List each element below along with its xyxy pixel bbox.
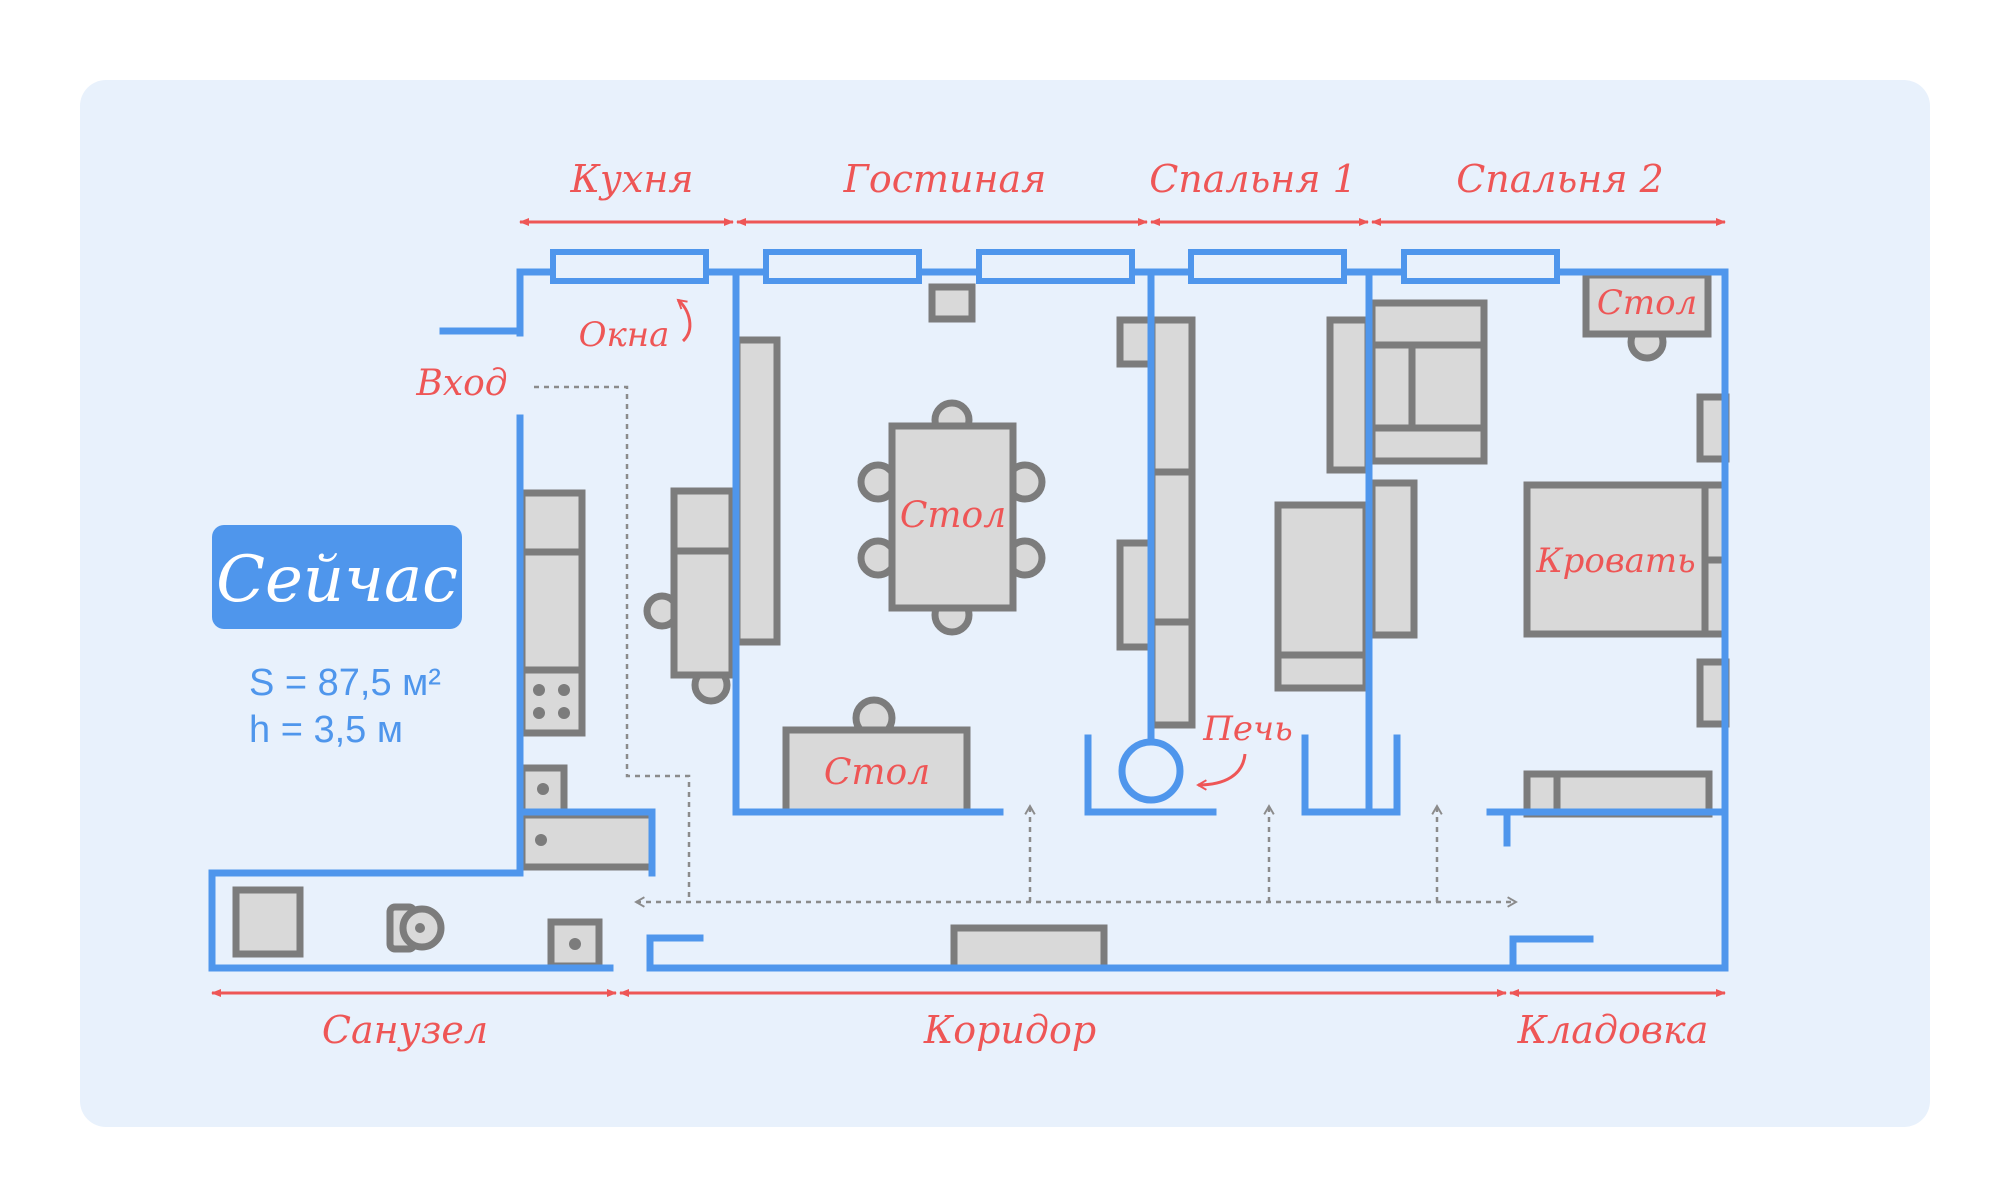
bed [1523,481,1729,638]
window-living-1 [763,249,922,284]
windows-pointer [676,298,692,343]
bedroom1-wardrobe [1148,316,1196,729]
bedroom2-wardrobe [1368,299,1488,465]
windows [550,249,1560,284]
status-badge-label: Сейчас [216,543,458,617]
stove-burner [533,684,545,696]
window-living-2 [976,249,1135,284]
corridor-bench [950,924,1108,972]
label-living-table: Стол [824,752,930,793]
label-bed: Кровать [1535,541,1695,581]
room-label-living: Гостиная [843,157,1047,201]
room-label-storage: Кладовка [1517,1008,1709,1052]
bedroom1-sofa [1274,501,1370,692]
window-kitchen [550,249,709,284]
stove-pech [1118,738,1184,804]
room-label-bedroom1: Спальня 1 [1149,157,1357,201]
label-stove: Печь [1202,709,1292,749]
movement-path [534,385,1518,908]
area-stat: S = 87,5 м² [249,662,441,704]
room-label-corridor: Коридор [923,1008,1096,1052]
room-label-bathroom: Санузел [322,1008,488,1052]
height-stat: h = 3,5 м [249,709,403,751]
label-dining-table: Стол [900,495,1006,536]
window-bedroom2 [1401,249,1560,284]
stove-pointer [1196,753,1247,791]
label-bedroom-table: Стол [1597,283,1697,323]
room-label-kitchen: Кухня [569,157,693,201]
bedroom2-desk [1582,271,1712,338]
label-entrance: Вход [415,363,507,404]
dining-table [888,422,1017,612]
room-label-bedroom2: Спальня 2 [1456,157,1664,201]
living-shelf [928,283,976,323]
label-windows: Окна [579,315,670,355]
living-desk [782,726,971,816]
walls [208,268,1729,972]
washing-machine [547,918,603,970]
shower-tray [232,886,304,958]
furniture [232,271,1730,972]
living-sofa [733,336,781,646]
kitchen-counter [518,489,586,737]
armchair [670,487,736,679]
status-badge [212,525,462,629]
window-bedroom1 [1188,249,1347,284]
